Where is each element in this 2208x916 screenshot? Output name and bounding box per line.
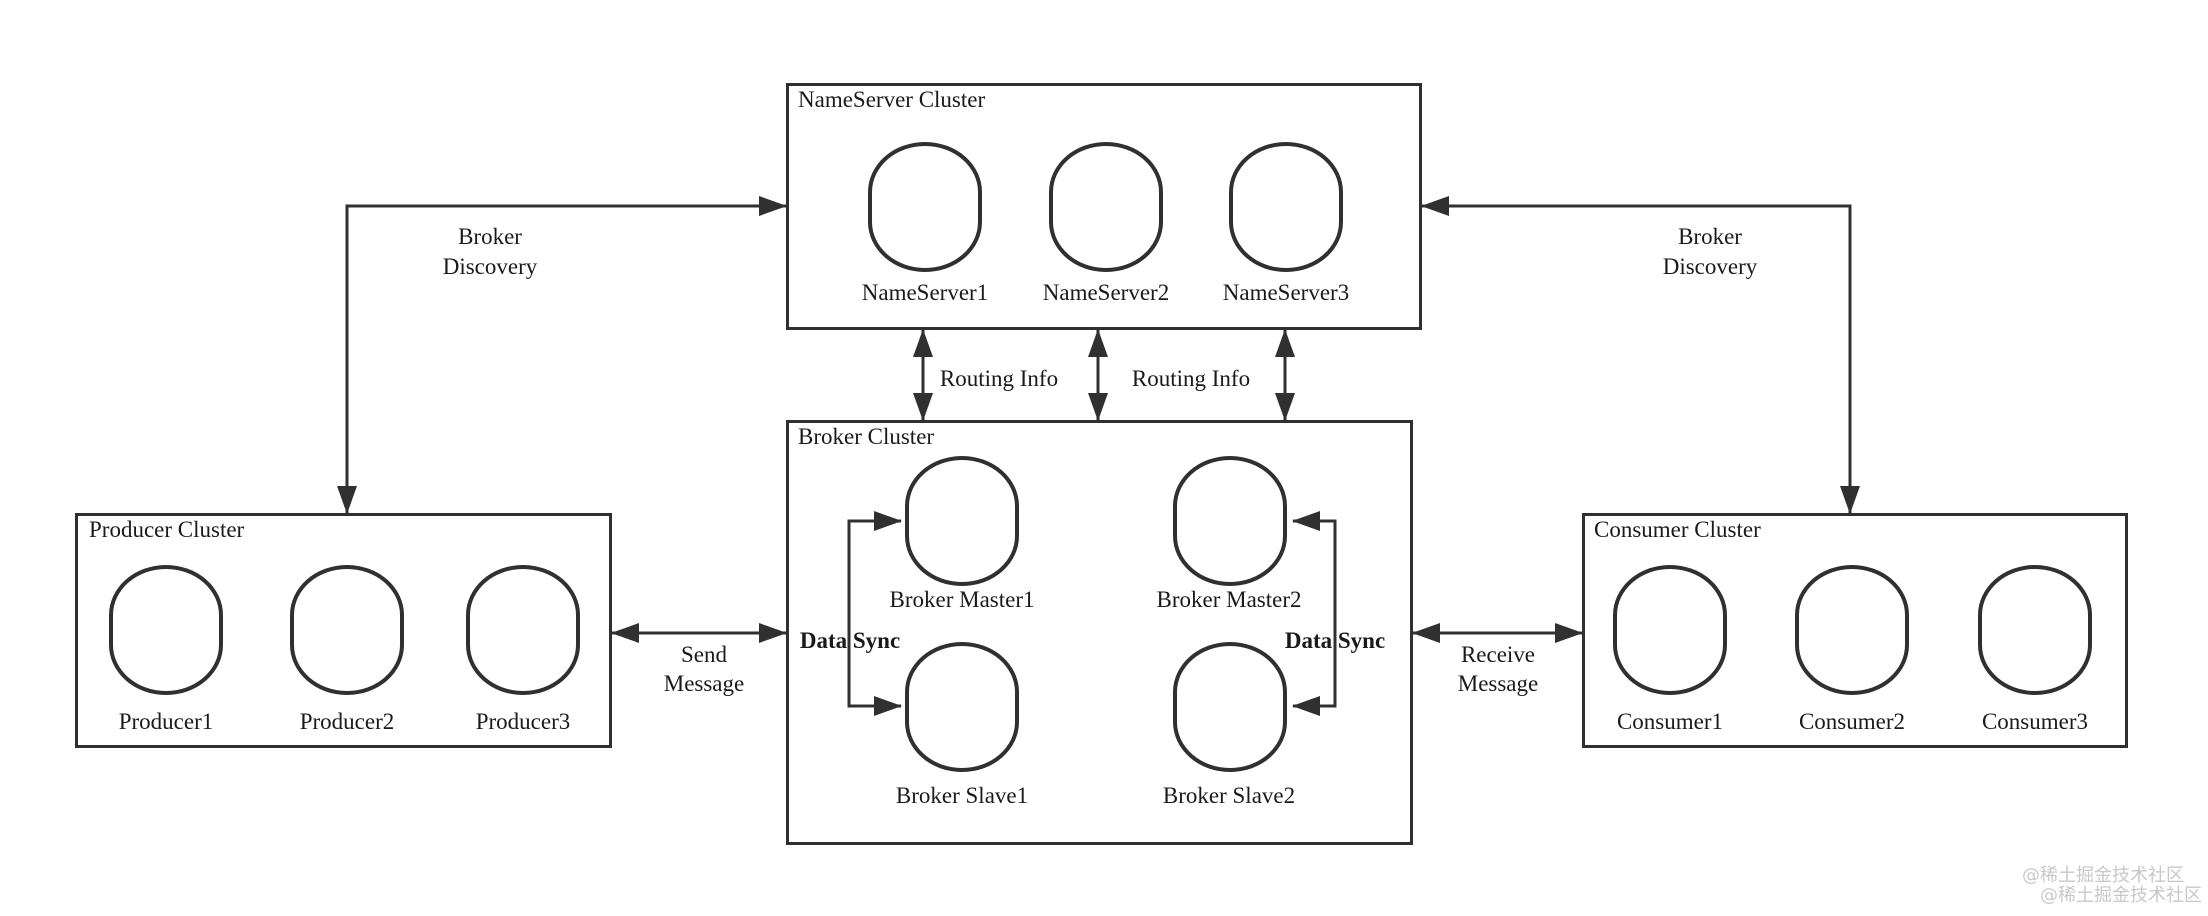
broker-discovery-right-line2: Discovery xyxy=(1662,254,1758,279)
nameserver2-label: NameServer2 xyxy=(1042,280,1170,305)
nameserver-cluster-title: NameServer Cluster xyxy=(798,87,986,112)
broker-master2-node xyxy=(1173,456,1287,586)
data-sync-left-label: Data Sync xyxy=(799,628,901,653)
consumer3-node xyxy=(1978,565,2092,695)
producer-cluster-title: Producer Cluster xyxy=(89,517,245,542)
producer1-node xyxy=(109,565,223,695)
broker-discovery-left-label: Broker Discovery xyxy=(390,222,590,282)
watermark: @稀土掘金技术社区 @稀土掘金技术社区 xyxy=(2022,866,2202,906)
broker-discovery-right-label: Broker Discovery xyxy=(1610,222,1810,282)
producer3-label: Producer3 xyxy=(475,709,571,734)
routing-info-left-label: Routing Info xyxy=(939,366,1059,391)
broker-master1-node xyxy=(905,456,1019,586)
receive-message-line2: Message xyxy=(1457,671,1539,696)
nameserver2-node xyxy=(1049,142,1163,272)
producer2-label: Producer2 xyxy=(299,709,395,734)
broker-slave2-label: Broker Slave2 xyxy=(1162,783,1296,808)
send-message-line2: Message xyxy=(663,671,745,696)
data-sync-right-label: Data Sync xyxy=(1284,628,1386,653)
nameserver3-node xyxy=(1229,142,1343,272)
broker-master1-label: Broker Master1 xyxy=(889,587,1035,612)
watermark-line-1: @稀土掘金技术社区 xyxy=(2022,865,2184,886)
send-message-label: Send Message xyxy=(619,640,789,698)
broker-slave1-node xyxy=(905,642,1019,772)
consumer2-label: Consumer2 xyxy=(1798,709,1906,734)
watermark-line-2: @稀土掘金技术社区 xyxy=(2040,885,2202,906)
routing-info-right-label: Routing Info xyxy=(1131,366,1251,391)
broker-discovery-left-line2: Discovery xyxy=(442,254,538,279)
broker-cluster-title: Broker Cluster xyxy=(798,424,935,449)
producer1-label: Producer1 xyxy=(118,709,214,734)
consumer1-label: Consumer1 xyxy=(1616,709,1724,734)
consumer3-label: Consumer3 xyxy=(1981,709,2089,734)
broker-discovery-right-line1: Broker xyxy=(1678,224,1742,249)
producer2-node xyxy=(290,565,404,695)
nameserver3-label: NameServer3 xyxy=(1222,280,1350,305)
send-message-line1: Send xyxy=(681,642,727,667)
consumer2-node xyxy=(1795,565,1909,695)
broker-master2-label: Broker Master2 xyxy=(1156,587,1302,612)
broker-discovery-left-line1: Broker xyxy=(458,224,522,249)
consumer-cluster-title: Consumer Cluster xyxy=(1594,517,1761,542)
nameserver1-label: NameServer1 xyxy=(861,280,989,305)
receive-message-line1: Receive xyxy=(1460,642,1536,667)
receive-message-label: Receive Message xyxy=(1413,640,1583,698)
nameserver1-node xyxy=(868,142,982,272)
broker-slave2-node xyxy=(1173,642,1287,772)
consumer1-node xyxy=(1613,565,1727,695)
producer3-node xyxy=(466,565,580,695)
broker-slave1-label: Broker Slave1 xyxy=(895,783,1029,808)
